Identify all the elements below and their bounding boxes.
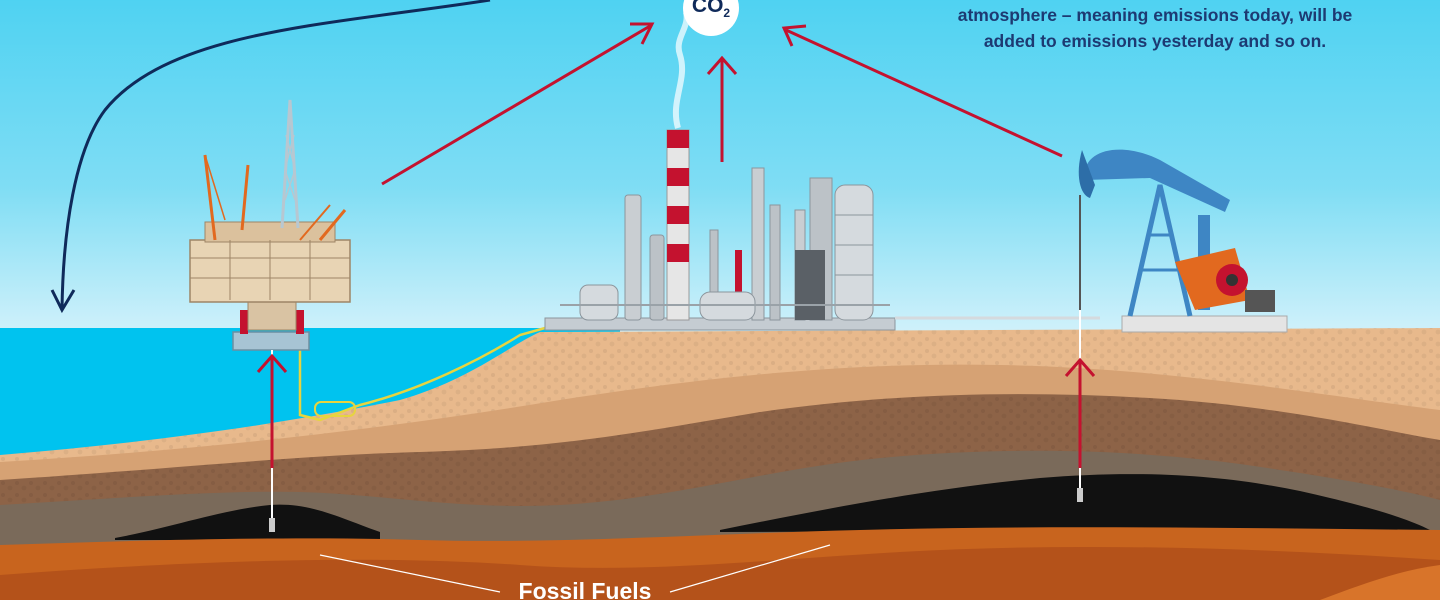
extraction-arrow-left	[256, 353, 288, 468]
extraction-arrow-right	[1064, 357, 1096, 468]
emission-arrow-rig	[381, 22, 655, 186]
co2-label: CO2	[683, 0, 739, 20]
pipeline	[298, 326, 546, 422]
emission-arrow-refinery	[706, 55, 738, 162]
fossil-deposit-right	[720, 474, 1430, 532]
carbon-return-arrow	[50, 0, 491, 314]
co2-label-subscript: 2	[723, 6, 731, 21]
refinery-icon	[544, 11, 1100, 331]
co2-bubble-icon	[683, 0, 739, 36]
co2-label-main: CO	[691, 0, 724, 17]
caption-text: atmosphere – meaning emissions today, wi…	[905, 2, 1405, 54]
leader-line-right	[669, 544, 831, 593]
caption-line-2: added to emissions yesterday and so on.	[983, 31, 1327, 51]
fossil-deposit-left	[115, 504, 380, 540]
fossil-fuels-label: Fossil Fuels	[518, 578, 652, 600]
emission-arrow-pumpjack	[781, 24, 1063, 158]
leader-line-left	[319, 554, 501, 593]
offshore-rig-icon	[189, 99, 351, 351]
caption-line-1: atmosphere – meaning emissions today, wi…	[957, 5, 1353, 25]
pumpjack-icon	[1078, 149, 1288, 333]
